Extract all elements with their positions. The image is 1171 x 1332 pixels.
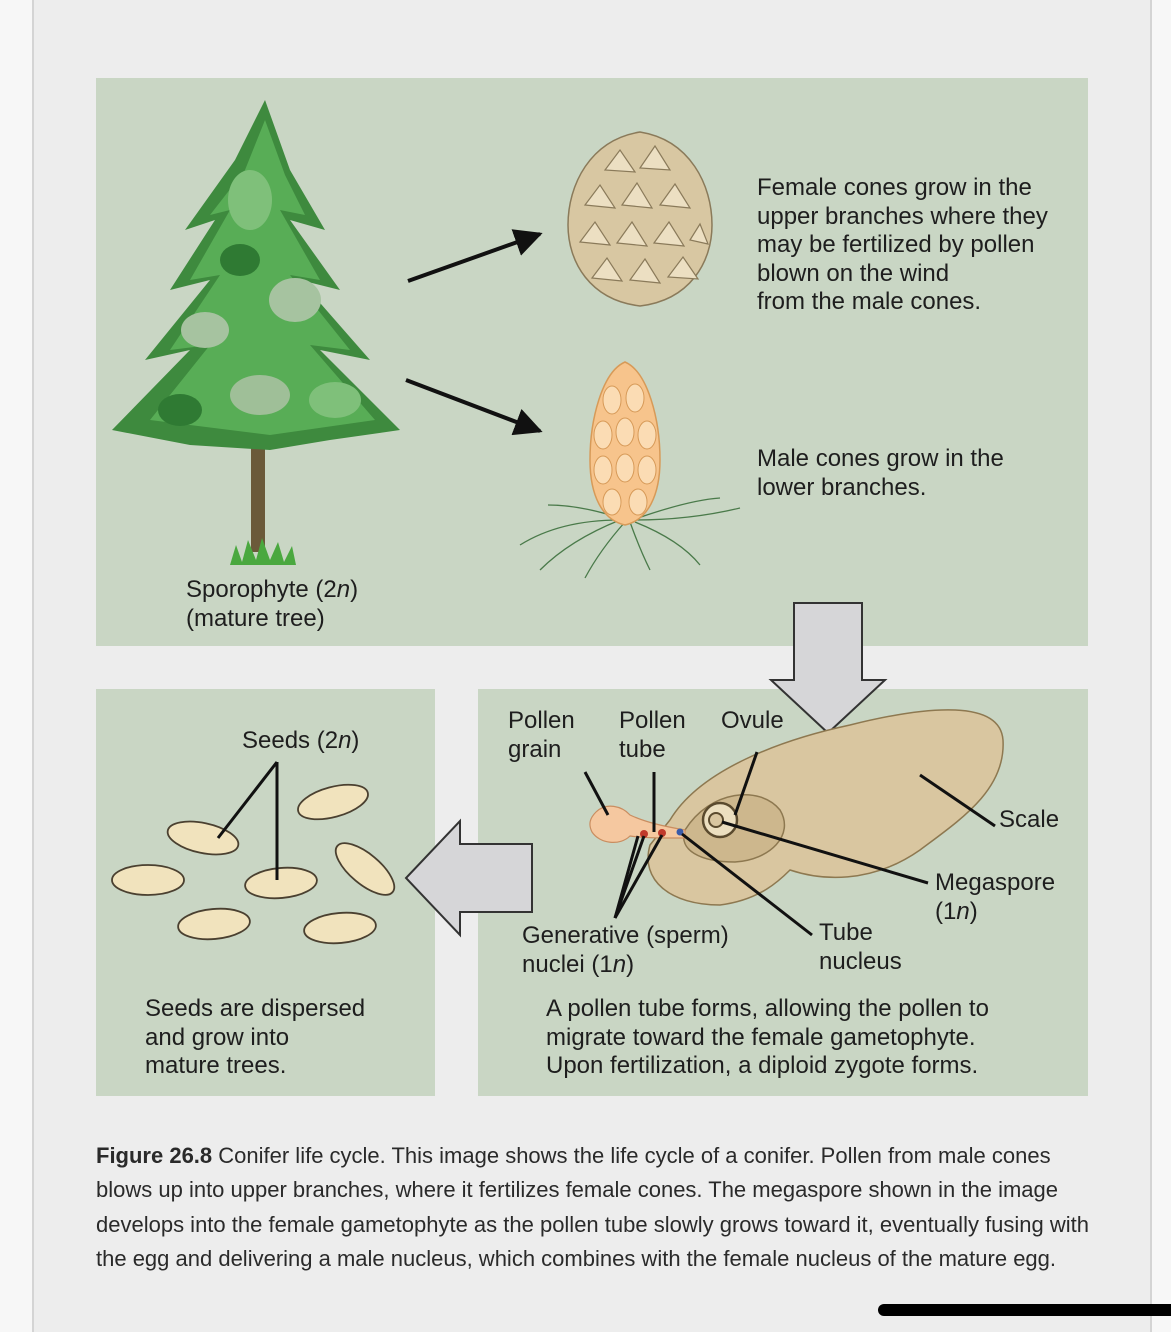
seeds-dispersed-line-1: Seeds are dispersed bbox=[145, 995, 366, 1022]
pollen-tube-forms-line-2: migrate toward the female gametophyte. bbox=[546, 1023, 976, 1051]
mature-tree-text: (mature tree) bbox=[186, 604, 325, 632]
generative-close: ) bbox=[626, 950, 635, 978]
left-arrow-to-seeds bbox=[404, 818, 533, 938]
seeds-dispersed-line-2: and grow into bbox=[145, 1023, 290, 1051]
ovule-scale-illustration bbox=[589, 709, 1004, 906]
seeds-dispersed-line-3: mature trees. bbox=[145, 1052, 287, 1079]
figure-caption: Figure 26.8 Conifer life cycle. This ima… bbox=[96, 1139, 1096, 1276]
female-cones-line-2: upper branches where they bbox=[757, 202, 1048, 230]
pollen-grain-line-1: Pollen bbox=[508, 707, 575, 734]
home-indicator-bar[interactable] bbox=[878, 1304, 1171, 1316]
tube-nucleus-line-2: nucleus bbox=[819, 947, 902, 975]
sporophyte-text: Sporophyte (2 bbox=[186, 576, 337, 603]
female-cones-line-4: blown on the wind bbox=[757, 259, 950, 287]
male-cone-illustration bbox=[519, 361, 741, 579]
tube-nucleus-line-1: Tube bbox=[819, 919, 873, 946]
sporophyte-label: Sporophyte (2n) (mature tree) bbox=[186, 576, 358, 633]
megaspore-label: Megaspore (1n) bbox=[935, 869, 1055, 926]
generative-n: n bbox=[612, 950, 627, 978]
megaspore-ploidy: (1 bbox=[935, 897, 957, 925]
down-arrow-to-fertilization bbox=[768, 602, 888, 735]
male-cones-description: Male cones grow in the lower branches. bbox=[757, 445, 1004, 502]
page-right-margin bbox=[1150, 0, 1171, 1332]
pollen-tube-forms-line-1: A pollen tube forms, allowing the pollen… bbox=[546, 995, 989, 1022]
seeds-n: n bbox=[338, 727, 352, 754]
pollen-tube-line-1: Pollen bbox=[619, 707, 686, 734]
scale-label: Scale bbox=[999, 806, 1060, 833]
female-cones-line-5: from the male cones. bbox=[757, 288, 982, 315]
seeds-close: ) bbox=[351, 727, 360, 754]
generative-text: Generative (sperm) bbox=[522, 922, 729, 949]
female-cones-description: Female cones grow in the upper branches … bbox=[757, 174, 1048, 317]
megaspore-text: Megaspore bbox=[935, 869, 1056, 896]
female-cone-illustration bbox=[567, 131, 713, 307]
pollen-tube-line-2: tube bbox=[619, 735, 666, 763]
generative-nuclei-label: Generative (sperm) nuclei (1n) bbox=[522, 922, 729, 979]
pollen-grain-line-2: grain bbox=[508, 735, 562, 763]
pollen-tube-forms-line-3: Upon fertilization, a diploid zygote for… bbox=[546, 1052, 979, 1079]
ovule-label: Ovule bbox=[721, 707, 784, 734]
arrow-to-female-cone bbox=[407, 229, 543, 283]
pollen-tube-label: Pollen tube bbox=[619, 707, 686, 764]
male-cones-line-1: Male cones grow in the bbox=[757, 445, 1004, 472]
seeds-dispersed-description: Seeds are dispersed and grow into mature… bbox=[145, 995, 365, 1081]
pollen-grain-label: Pollen grain bbox=[508, 707, 575, 764]
tube-nucleus-label: Tube nucleus bbox=[819, 919, 902, 976]
arrow-to-male-cone bbox=[405, 378, 543, 436]
seeds-illustration bbox=[111, 783, 396, 945]
pollen-tube-forms-description: A pollen tube forms, allowing the pollen… bbox=[546, 995, 989, 1081]
mature-tree-illustration bbox=[112, 100, 400, 565]
megaspore-n: n bbox=[956, 897, 970, 925]
figure-number: Figure 26.8 bbox=[96, 1143, 213, 1168]
figure-caption-text: Conifer life cycle. This image shows the… bbox=[96, 1143, 1090, 1271]
male-cones-line-2: lower branches. bbox=[757, 473, 927, 501]
female-cones-line-3: may be fertilized by pollen bbox=[757, 231, 1035, 258]
generative-ploidy: nuclei (1 bbox=[522, 950, 613, 978]
seeds-text: Seeds (2 bbox=[242, 727, 339, 754]
page-left-margin bbox=[0, 0, 34, 1332]
female-cones-line-1: Female cones grow in the bbox=[757, 174, 1032, 201]
sporophyte-n: n bbox=[336, 576, 351, 603]
sporophyte-close: ) bbox=[350, 576, 359, 603]
seeds-label: Seeds (2n) bbox=[242, 727, 359, 756]
megaspore-close: ) bbox=[969, 897, 978, 925]
